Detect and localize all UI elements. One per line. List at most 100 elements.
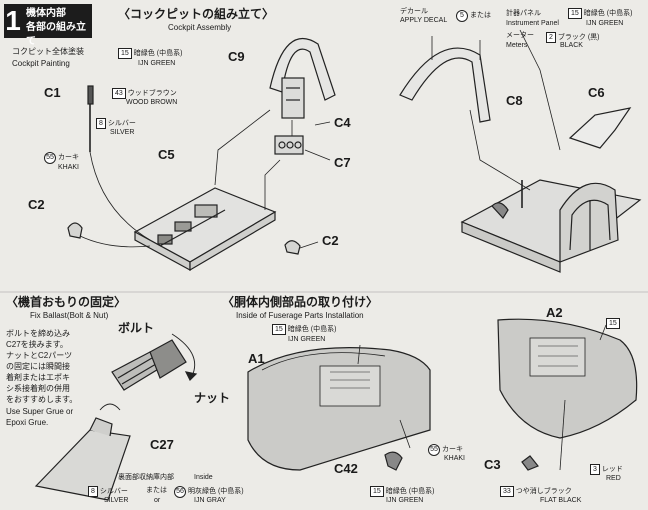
- step-title: 機体内部 各部の組み立て: [22, 4, 92, 47]
- cockpit-title-jp: 〈コックピットの組み立て〉: [118, 7, 275, 21]
- step-title-line1: 機体内部: [26, 8, 66, 19]
- part-label-c27: C27: [150, 437, 174, 452]
- pedal-c2-right: [284, 240, 301, 255]
- part-label-c6: C6: [588, 85, 605, 100]
- fuselage-title-jp: 〈胴体内側部品の取り付け〉: [222, 295, 379, 309]
- paint-name-jp: 暗緑色 (中島系): [133, 50, 183, 57]
- or-text: または: [470, 12, 491, 19]
- paint-number-badge: 55: [428, 444, 440, 456]
- paint-name-jp: レッド: [601, 466, 623, 473]
- paint-name-jp: カーキ: [442, 446, 463, 453]
- part-label-c1: C1: [44, 85, 61, 100]
- paint-number-badge: 15: [272, 324, 286, 335]
- inside-jp: 裏面部収納庫内部: [118, 474, 174, 481]
- seat-c6: [568, 107, 632, 149]
- part-label-c9: C9: [228, 49, 245, 64]
- fuselage-title-en: Inside of Fuserage Parts Installation: [236, 311, 364, 320]
- inside-en: Inside: [194, 474, 213, 481]
- decal-en: APPLY DECAL: [400, 17, 448, 24]
- part-label-c2: C2: [28, 197, 45, 212]
- ballast-note-jp-6: をおすすめします。: [6, 395, 78, 404]
- panel-jp: 計器パネル: [506, 10, 541, 17]
- paint-name-jp: 暗緑色 (中島系): [287, 326, 337, 333]
- seat-part-c9: [269, 38, 336, 101]
- ballast-note-jp-3: の固定には瞬間接: [6, 362, 70, 371]
- paint-name-jp: カーキ: [58, 154, 79, 161]
- part-label-c2-right: C2: [322, 233, 339, 248]
- part-c7: [274, 135, 304, 155]
- paint-name-jp: シルバー: [99, 488, 128, 495]
- meter-jp: メーター: [506, 32, 534, 39]
- ballast-note-en-1: Epoxi Grue.: [6, 418, 49, 427]
- paint-name-en: SILVER: [110, 129, 135, 136]
- decal-jp: デカール: [400, 8, 428, 15]
- paint-number-badge: 33: [500, 486, 514, 497]
- paint-number-badge: 2: [546, 32, 556, 43]
- decal-number-badge: 5: [456, 10, 468, 22]
- paint-name-en: IJN GREEN: [586, 20, 624, 27]
- part-label-c7: C7: [334, 155, 351, 170]
- lever-c1: [87, 85, 94, 105]
- seat-frame-c8: [399, 47, 491, 123]
- part-label-a2: A2: [546, 305, 563, 320]
- paint-number-badge: 8: [96, 118, 106, 129]
- meter-en: Meters: [506, 42, 528, 49]
- paint-number-badge: 15: [568, 8, 582, 19]
- paint-number-badge: 56: [174, 486, 186, 498]
- bolt-label: ボルト: [118, 321, 155, 335]
- part-label-c8: C8: [506, 93, 523, 108]
- paint-name-en: IJN GREEN: [138, 60, 176, 67]
- paint-name-jp: 暗緑色 (中島系): [385, 488, 435, 495]
- paint-name-jp: シルバー: [107, 120, 136, 127]
- paint-number-badge: 3: [590, 464, 600, 475]
- step-number: 1: [4, 4, 22, 38]
- ballast-note-jp-5: シ系接着剤の併用: [6, 384, 70, 393]
- ballast-note-jp-0: ボルトを締め込み: [6, 329, 70, 338]
- paint-number-badge: 15: [118, 48, 132, 59]
- paint-name-en: IJN GRAY: [194, 497, 226, 504]
- paint-name-en: IJN GREEN: [386, 497, 424, 504]
- paint-name-jp: ブラック (黒): [557, 34, 600, 41]
- paint-name-en: WOOD BROWN: [126, 99, 178, 106]
- ballast-note-jp-2: ナットとC2パーツ: [6, 351, 73, 360]
- step-title-line2: 各部の組み立て: [26, 22, 86, 47]
- ballast-title-jp: 〈機首おもりの固定〉: [6, 295, 127, 309]
- ballast-title-en: Fix Ballast(Bolt & Nut): [30, 311, 109, 320]
- part-c4: [281, 77, 305, 119]
- fuselage-half-a1: [247, 347, 431, 471]
- part-label-a1: A1: [248, 351, 265, 366]
- fuselage-half-a2: [497, 318, 638, 439]
- part-label-c5: C5: [158, 147, 175, 162]
- part-label-c42: C42: [334, 461, 358, 476]
- fuselage-paint-green3: 15: [606, 318, 622, 329]
- paint-number-badge: 15: [606, 318, 620, 329]
- paint-name-en: BLACK: [560, 42, 583, 49]
- or-en: or: [154, 497, 161, 504]
- paint-name-jp: ウッドブラウン: [127, 90, 177, 97]
- ballast-part-c27: [34, 429, 131, 501]
- or-jp: または: [146, 487, 167, 494]
- ballast-note-en-0: Use Super Grue or: [6, 407, 74, 416]
- paint-name-en: KHAKI: [444, 455, 466, 462]
- part-label-c3: C3: [484, 457, 501, 472]
- paint-number-badge: 15: [370, 486, 384, 497]
- cockpit-painting-jp: コクピット全体塗装: [12, 47, 84, 56]
- paint-name-jp: つや消しブラック: [515, 488, 572, 495]
- paint-number-badge: 8: [88, 486, 98, 497]
- cockpit-title-en: Cockpit Assembly: [168, 23, 232, 32]
